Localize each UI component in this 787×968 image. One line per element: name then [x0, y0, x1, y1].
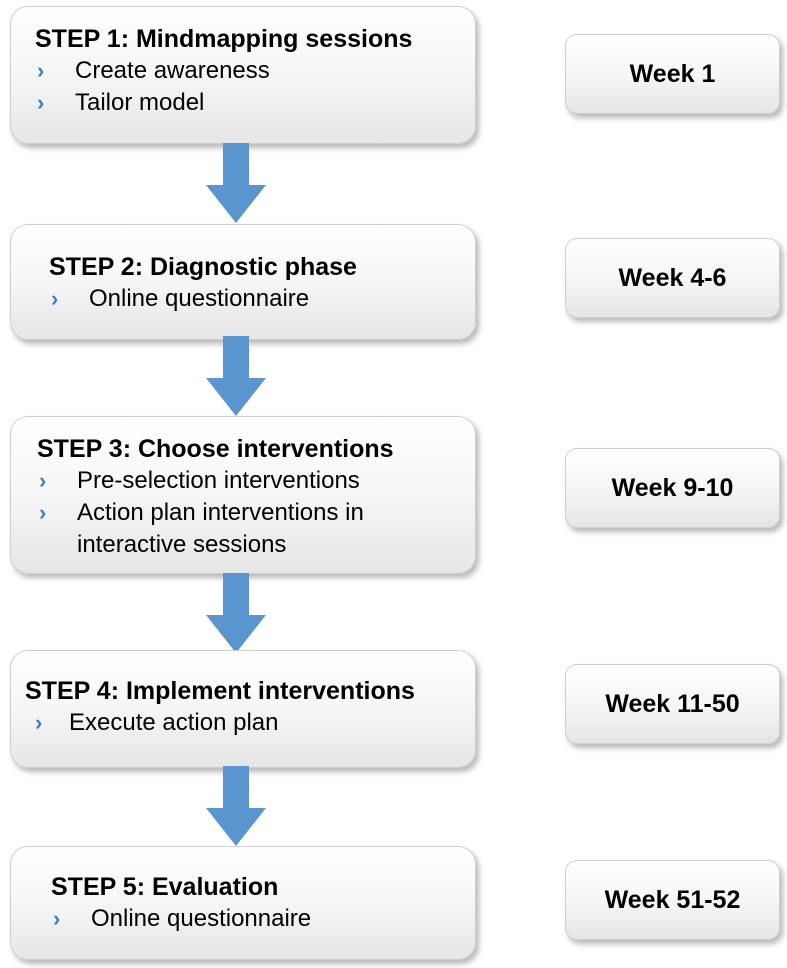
bullet-chevron-icon: › [35, 710, 43, 735]
step-5-week: Week 51-52 [565, 860, 780, 940]
step-3-bullets: › Pre-selection interventions › Action p… [37, 465, 457, 561]
bullet-chevron-icon: › [39, 468, 47, 493]
step-3-week: Week 9-10 [565, 448, 780, 528]
bullet-chevron-icon: › [39, 500, 47, 525]
down-arrow-icon [206, 143, 266, 223]
step-4-bullets: › Execute action plan [25, 707, 457, 739]
step-1-bullet-2: › Tailor model [35, 87, 457, 119]
down-arrow-icon [206, 573, 266, 653]
step-4-title: STEP 4: Implement interventions [25, 677, 415, 705]
step-3-title: STEP 3: Choose interventions [37, 435, 394, 463]
step-4-bullet-1: › Execute action plan [25, 707, 457, 739]
bullet-chevron-icon: › [37, 58, 45, 83]
step-1-bullets: › Create awareness › Tailor model [35, 55, 457, 119]
step-5-bullet-1: › Online questionnaire [51, 903, 457, 935]
step-1-box: STEP 1: Mindmapping sessions › Create aw… [10, 6, 476, 144]
down-arrow-icon [206, 336, 266, 416]
step-1-bullet-1: › Create awareness [35, 55, 457, 87]
step-5-box: STEP 5: Evaluation › Online questionnair… [10, 846, 476, 960]
step-1-week: Week 1 [565, 34, 780, 114]
step-2-bullet-1: › Online questionnaire [49, 283, 457, 315]
step-2-bullets: › Online questionnaire [49, 283, 457, 315]
bullet-chevron-icon: › [53, 906, 61, 931]
bullet-chevron-icon: › [51, 286, 59, 311]
step-4-week: Week 11-50 [565, 664, 780, 744]
step-5-bullets: › Online questionnaire [51, 903, 457, 935]
step-3-bullet-2: › Action plan interventions in interacti… [39, 499, 364, 558]
step-5-title: STEP 5: Evaluation [51, 873, 279, 901]
bullet-chevron-icon: › [37, 90, 45, 115]
step-3-box: STEP 3: Choose interventions › Pre-selec… [10, 416, 476, 574]
step-4-box: STEP 4: Implement interventions › Execut… [10, 650, 476, 768]
down-arrow-icon [206, 766, 266, 846]
step-1-title: STEP 1: Mindmapping sessions [35, 25, 413, 53]
step-2-title: STEP 2: Diagnostic phase [49, 253, 357, 281]
step-3-bullet-1: › Pre-selection interventions [37, 465, 457, 497]
step-2-box: STEP 2: Diagnostic phase › Online questi… [10, 224, 476, 340]
step-2-week: Week 4-6 [565, 238, 780, 318]
